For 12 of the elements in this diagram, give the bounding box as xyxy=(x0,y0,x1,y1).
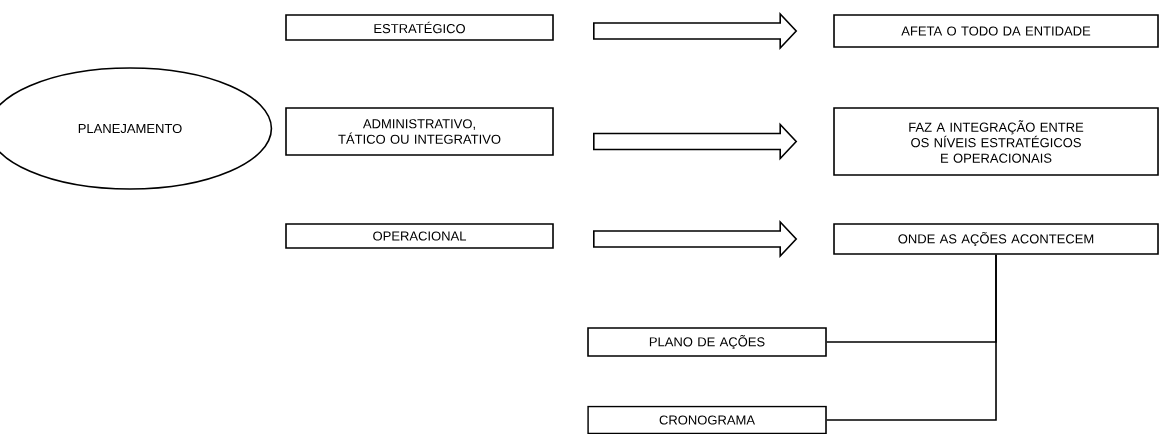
block-arrow xyxy=(593,220,798,258)
level-box: ESTRATÉGICO xyxy=(285,14,554,41)
level-box: ADMINISTRATIVO, TÁTICO OU INTEGRATIVO xyxy=(285,107,554,156)
task-box: CRONOGRAMA xyxy=(587,405,827,434)
description-box: FAZ A INTEGRAÇÃO ENTRE OS NÍVEIS ESTRATÉGICOS E OPERACIONAIS xyxy=(833,107,1159,176)
block-arrow xyxy=(593,12,798,50)
block-arrow xyxy=(593,122,798,161)
connector-line xyxy=(826,254,997,421)
level-box: OPERACIONAL xyxy=(285,223,554,249)
description-box: AFETA O TODO DA ENTIDADE xyxy=(833,14,1159,48)
description-box: ONDE AS AÇÕES ACONTECEM xyxy=(833,223,1159,255)
task-box: PLANO DE AÇÕES xyxy=(587,327,827,357)
